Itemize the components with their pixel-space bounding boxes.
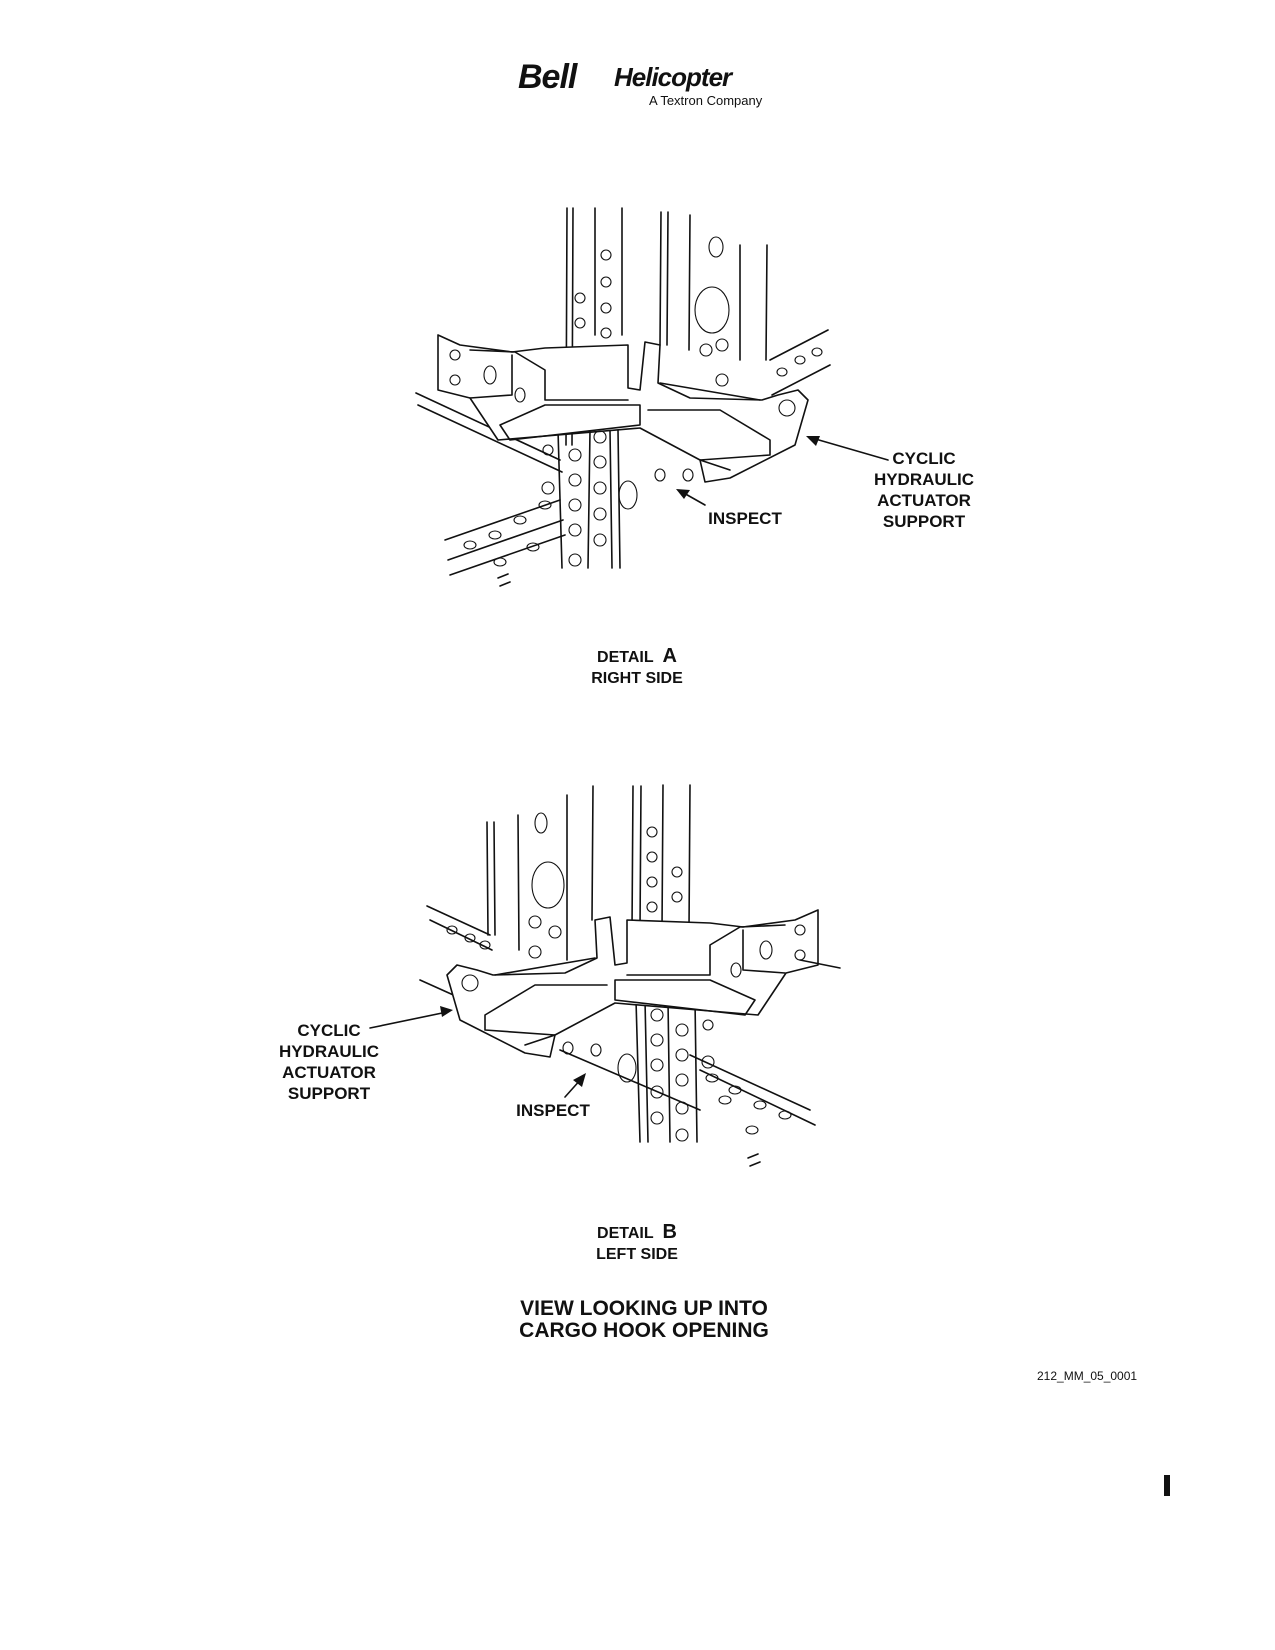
- figure-title-line2: CARGO HOOK OPENING: [519, 1319, 769, 1342]
- detail-b-caption-letter: B: [662, 1221, 677, 1243]
- detail-b-caption: DETAIL B LEFT SIDE: [562, 1222, 712, 1265]
- brand-name: Helicopter: [614, 62, 732, 92]
- detail-a-support-line3: ACTUATOR: [877, 491, 971, 510]
- figure-title-line1: VIEW LOOKING UP INTO: [520, 1297, 768, 1320]
- detail-a-caption-side: RIGHT SIDE: [591, 670, 683, 687]
- change-bar: [1164, 1475, 1170, 1496]
- figure-title: VIEW LOOKING UP INTO CARGO HOOK OPENING: [494, 1298, 794, 1342]
- detail-a-caption: DETAIL A RIGHT SIDE: [562, 646, 712, 689]
- detail-a-support-callout: CYCLIC HYDRAULIC ACTUATOR SUPPORT: [860, 448, 988, 532]
- detail-b-illustration: [369, 784, 841, 1167]
- detail-a-caption-letter: A: [662, 645, 677, 667]
- detail-a-support-line1: CYCLIC: [892, 449, 956, 468]
- detail-b-caption-side: LEFT SIDE: [596, 1246, 678, 1263]
- figure-id: 212_MM_05_0001: [1037, 1369, 1138, 1383]
- detail-a-illustration: [415, 207, 889, 587]
- detail-b-support-line3: ACTUATOR: [282, 1063, 376, 1082]
- detail-b-support-callout: CYCLIC HYDRAULIC ACTUATOR SUPPORT: [265, 1020, 393, 1104]
- detail-b-inspect-callout: INSPECT: [516, 1101, 590, 1120]
- detail-a-support-line2: HYDRAULIC: [873, 470, 975, 489]
- bell-logo: Bell Helicopter A Textron Company: [518, 58, 768, 110]
- detail-a-caption-prefix: DETAIL: [597, 649, 654, 666]
- detail-b-support-line2: HYDRAULIC: [278, 1042, 380, 1061]
- detail-a-inspect-callout: INSPECT: [708, 509, 782, 528]
- brand-tagline: A Textron Company: [649, 93, 763, 108]
- brand-mark: Bell: [518, 58, 577, 96]
- detail-a-support-line4: SUPPORT: [882, 512, 966, 531]
- detail-b-support-line1: CYCLIC: [297, 1021, 361, 1040]
- detail-b-caption-prefix: DETAIL: [597, 1225, 654, 1242]
- detail-b-support-line4: SUPPORT: [287, 1084, 371, 1103]
